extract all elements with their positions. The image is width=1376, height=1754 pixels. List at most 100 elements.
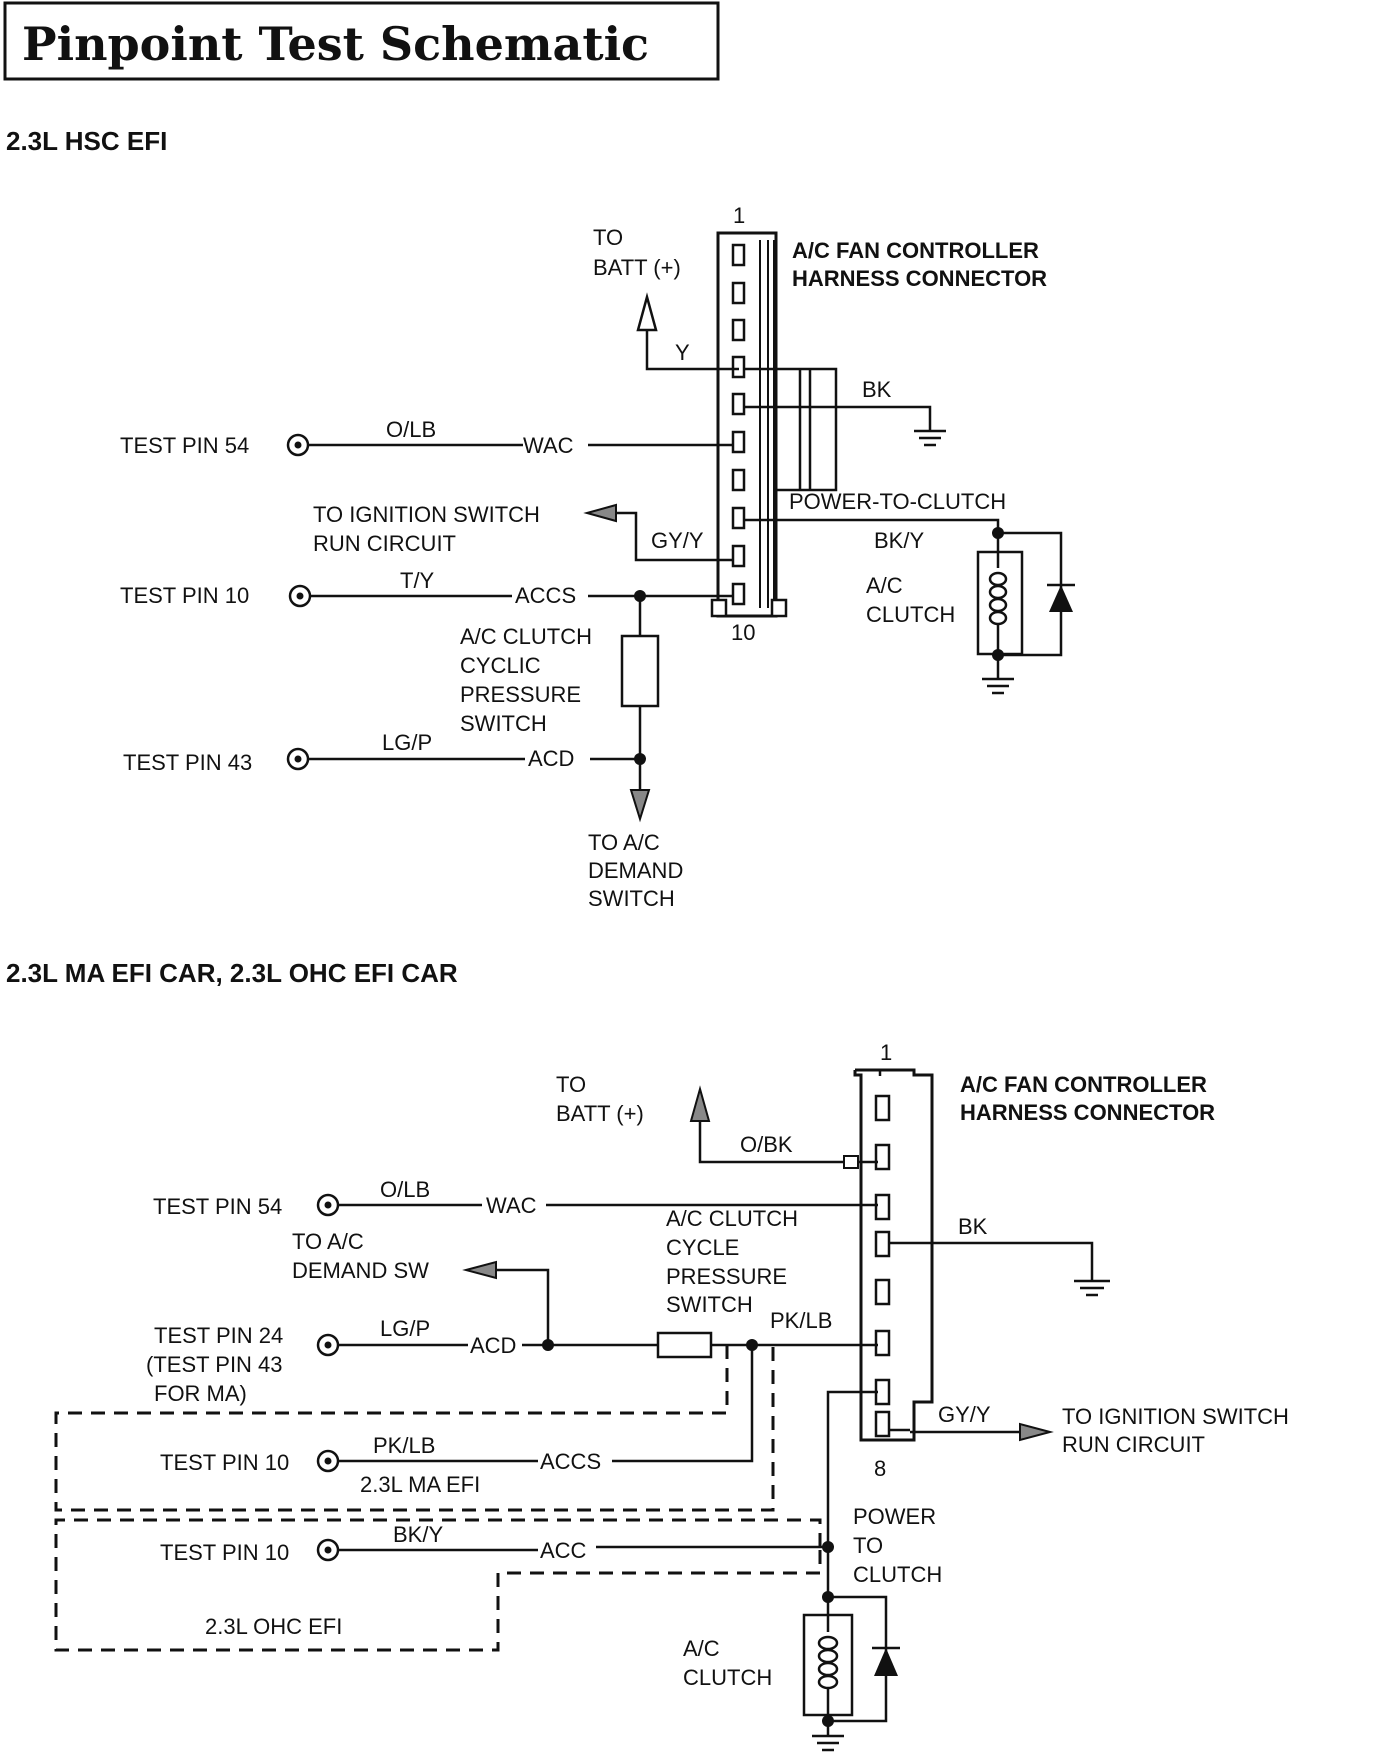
d2-test-pin-10-ma-label: TEST PIN 10: [160, 1450, 289, 1475]
d2-cycle-pressure-switch: [656, 1331, 713, 1359]
d2-wire-pklb: PK/LB: [373, 1433, 435, 1458]
d1-cyclic-pressure-switch: [620, 634, 660, 708]
d1-batt-arrow-icon: [636, 292, 739, 371]
d2-ground-icon: [1074, 1279, 1110, 1297]
d2-ohc-dashed-loop: [54, 1518, 822, 1652]
d2-ignition-line1: TO IGNITION SWITCH: [1062, 1404, 1289, 1429]
d1-test-pin-54-label: TEST PIN 54: [120, 433, 249, 458]
d1-power-to-clutch-wire: [744, 518, 1000, 532]
connector1-pin-1-label: 1: [733, 203, 745, 228]
d2-switch-line4: SWITCH: [666, 1292, 753, 1317]
d2-demand-line2: DEMAND SW: [292, 1258, 429, 1283]
d2-wac-label: WAC: [486, 1193, 537, 1218]
d1-ignition-arrow-icon: [583, 503, 733, 562]
d1-bk-ground-wire: [744, 367, 932, 492]
d1-clutch-coil-icon: [976, 533, 1024, 656]
d1-ignition-line1: TO IGNITION SWITCH: [313, 502, 540, 527]
d2-batt-label-line1: TO: [556, 1072, 586, 1097]
d1-demand-line1: TO A/C: [588, 830, 660, 855]
d1-ground-icon: [914, 429, 946, 447]
d1-clutch-label-line1: A/C: [866, 573, 903, 598]
d2-test-pin-54-label: TEST PIN 54: [153, 1194, 282, 1219]
d1-wire-y: Y: [675, 340, 690, 365]
d1-wire-bk: BK: [862, 377, 892, 402]
d2-power-to-clutch-wire: [826, 1390, 878, 1596]
d2-test-pin-24-line1: TEST PIN 24: [154, 1323, 283, 1348]
d2-wire-bk: BK: [958, 1214, 988, 1239]
d2-test-pin-24-line3: FOR MA): [154, 1381, 247, 1406]
d2-power-line2: TO: [853, 1533, 883, 1558]
d1-acd-label: ACD: [528, 746, 574, 771]
d1-ignition-line2: RUN CIRCUIT: [313, 531, 456, 556]
d2-batt-arrow-icon: [689, 1085, 878, 1169]
harness-connector-2: [853, 1068, 934, 1442]
d1-wire-gyy: GY/Y: [651, 528, 704, 553]
d1-wire-olb: O/LB: [386, 417, 436, 442]
d2-wire-olb: O/LB: [380, 1177, 430, 1202]
d1-test-pin-43-label: TEST PIN 43: [123, 750, 252, 775]
d2-switch-line1: A/C CLUTCH: [666, 1206, 798, 1231]
d2-ohc-label: 2.3L OHC EFI: [205, 1614, 342, 1639]
d2-power-line3: CLUTCH: [853, 1562, 942, 1587]
d2-wire-bky: BK/Y: [393, 1522, 443, 1547]
d2-test-pin-24-line2: (TEST PIN 43: [146, 1352, 283, 1377]
d1-demand-line3: SWITCH: [588, 886, 675, 911]
d2-accs-label: ACCS: [540, 1449, 601, 1474]
d2-clutch-coil-icon: [802, 1597, 854, 1721]
d2-clutch-ground-icon: [812, 1734, 844, 1752]
d2-test-pin-10-ohc-label: TEST PIN 10: [160, 1540, 289, 1565]
d1-test-pin-10-label: TEST PIN 10: [120, 583, 249, 608]
connector2-label-line2: HARNESS CONNECTOR: [960, 1100, 1215, 1125]
page-title: Pinpoint Test Schematic: [22, 17, 649, 71]
diagram2-heading: 2.3L MA EFI CAR, 2.3L OHC EFI CAR: [6, 958, 458, 988]
title-box: [3, 1, 720, 81]
d2-acd-label: ACD: [470, 1333, 516, 1358]
d2-switch-line3: PRESSURE: [666, 1264, 787, 1289]
d1-accs-label: ACCS: [515, 583, 576, 608]
d1-demand-line2: DEMAND: [588, 858, 683, 883]
d1-wire-bky: BK/Y: [874, 528, 924, 553]
d2-ma-dashed-loop: [54, 1345, 775, 1512]
d2-wire-pklb-right: PK/LB: [770, 1308, 832, 1333]
d1-switch-line1: A/C CLUTCH: [460, 624, 592, 649]
d1-wire-lgp: LG/P: [382, 730, 432, 755]
d2-ma-label: 2.3L MA EFI: [360, 1472, 480, 1497]
connector1-pin-10-label: 10: [731, 620, 755, 645]
connector2-pin-1-label: 1: [880, 1040, 892, 1065]
diagram1-heading: 2.3L HSC EFI: [6, 126, 167, 156]
d1-clutch-ground-icon: [982, 677, 1014, 695]
d1-switch-line2: CYCLIC: [460, 653, 541, 678]
d2-clutch-label-line2: CLUTCH: [683, 1665, 772, 1690]
d1-wire-ty: T/Y: [400, 568, 435, 593]
d2-ignition-arrow-icon: [1019, 1422, 1054, 1442]
d2-wire-gyy: GY/Y: [938, 1402, 991, 1427]
d2-acc-label: ACC: [540, 1538, 587, 1563]
d2-power-line1: POWER: [853, 1504, 936, 1529]
d2-demand-arrow-icon: [462, 1260, 550, 1344]
d1-power-to-clutch-label: POWER-TO-CLUTCH: [789, 489, 1006, 514]
d2-batt-label-line2: BATT (+): [556, 1101, 644, 1126]
connector1-label-line2: HARNESS CONNECTOR: [792, 266, 1047, 291]
d1-switch-line4: SWITCH: [460, 711, 547, 736]
d1-wac-label: WAC: [523, 433, 574, 458]
d2-switch-line2: CYCLE: [666, 1235, 739, 1260]
d1-batt-label-line1: TO: [593, 225, 623, 250]
d2-bk-ground-wire: [889, 1241, 1094, 1280]
connector2-label-line1: A/C FAN CONTROLLER: [960, 1072, 1207, 1097]
d2-clutch-label-line1: A/C: [683, 1636, 720, 1661]
connector2-pin-8-label: 8: [874, 1456, 886, 1481]
d1-clutch-label-line2: CLUTCH: [866, 602, 955, 627]
d2-diode-icon: [828, 1595, 900, 1723]
diagram-hsc-efi: 2.3L HSC EFI 1 10 A/C FAN: [6, 126, 1075, 911]
d2-demand-line1: TO A/C: [292, 1229, 364, 1254]
d1-switch-line3: PRESSURE: [460, 682, 581, 707]
harness-connector-1: [710, 231, 788, 618]
diagram-ma-ohc-efi: 2.3L MA EFI CAR, 2.3L OHC EFI CAR 1 8 A/…: [6, 958, 1289, 1752]
d2-wire-obk: O/BK: [740, 1132, 793, 1157]
connector1-label-line1: A/C FAN CONTROLLER: [792, 238, 1039, 263]
d1-demand-arrow-icon: [629, 759, 651, 823]
d2-wire-lgp: LG/P: [380, 1316, 430, 1341]
d1-batt-label-line2: BATT (+): [593, 255, 681, 280]
d1-diode-icon: [998, 531, 1075, 657]
